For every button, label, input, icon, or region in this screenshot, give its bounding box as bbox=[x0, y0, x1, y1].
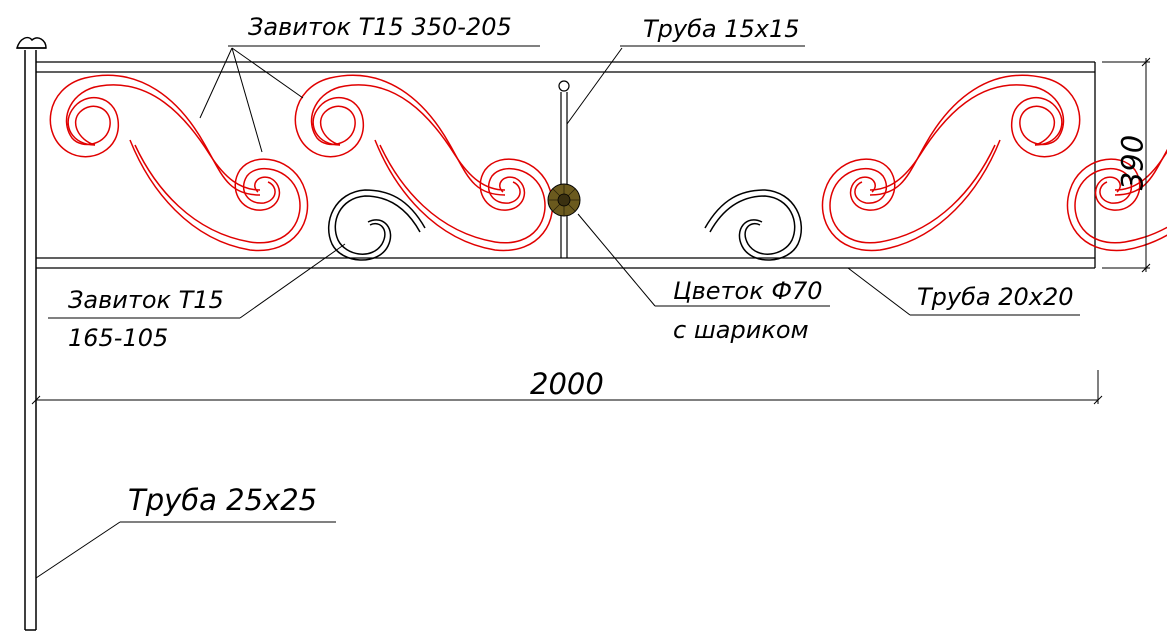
label-pipe-15: Труба 15х15 bbox=[643, 15, 800, 43]
dimension-height-value: 390 bbox=[1115, 134, 1150, 191]
dimension-width-value: 2000 bbox=[530, 367, 604, 401]
large-scroll-2 bbox=[294, 74, 554, 252]
label-flower-line1: Цветок Ф70 bbox=[673, 277, 823, 305]
center-pipe-15 bbox=[558, 80, 570, 258]
flower-ornament bbox=[547, 183, 581, 217]
dimension-width bbox=[31, 370, 1103, 405]
bottom-rail bbox=[36, 257, 1095, 269]
label-pipe-25: Труба 25х25 bbox=[128, 483, 318, 517]
top-rail bbox=[36, 61, 1096, 268]
label-flower-line2: с шариком bbox=[673, 316, 809, 344]
label-small-scroll-line1: Завиток Т15 bbox=[68, 286, 224, 314]
large-scroll-3 bbox=[821, 74, 1081, 252]
dimension-height bbox=[1102, 57, 1151, 273]
post-pipe-25 bbox=[15, 36, 47, 631]
leader-lines bbox=[35, 45, 1080, 579]
label-small-scroll-line2: 165-105 bbox=[68, 324, 169, 352]
small-scroll-right bbox=[704, 189, 803, 261]
label-large-scroll: Завиток Т15 350-205 bbox=[248, 13, 512, 41]
large-scroll-1 bbox=[49, 74, 309, 252]
label-pipe-20: Труба 20х20 bbox=[917, 283, 1074, 311]
